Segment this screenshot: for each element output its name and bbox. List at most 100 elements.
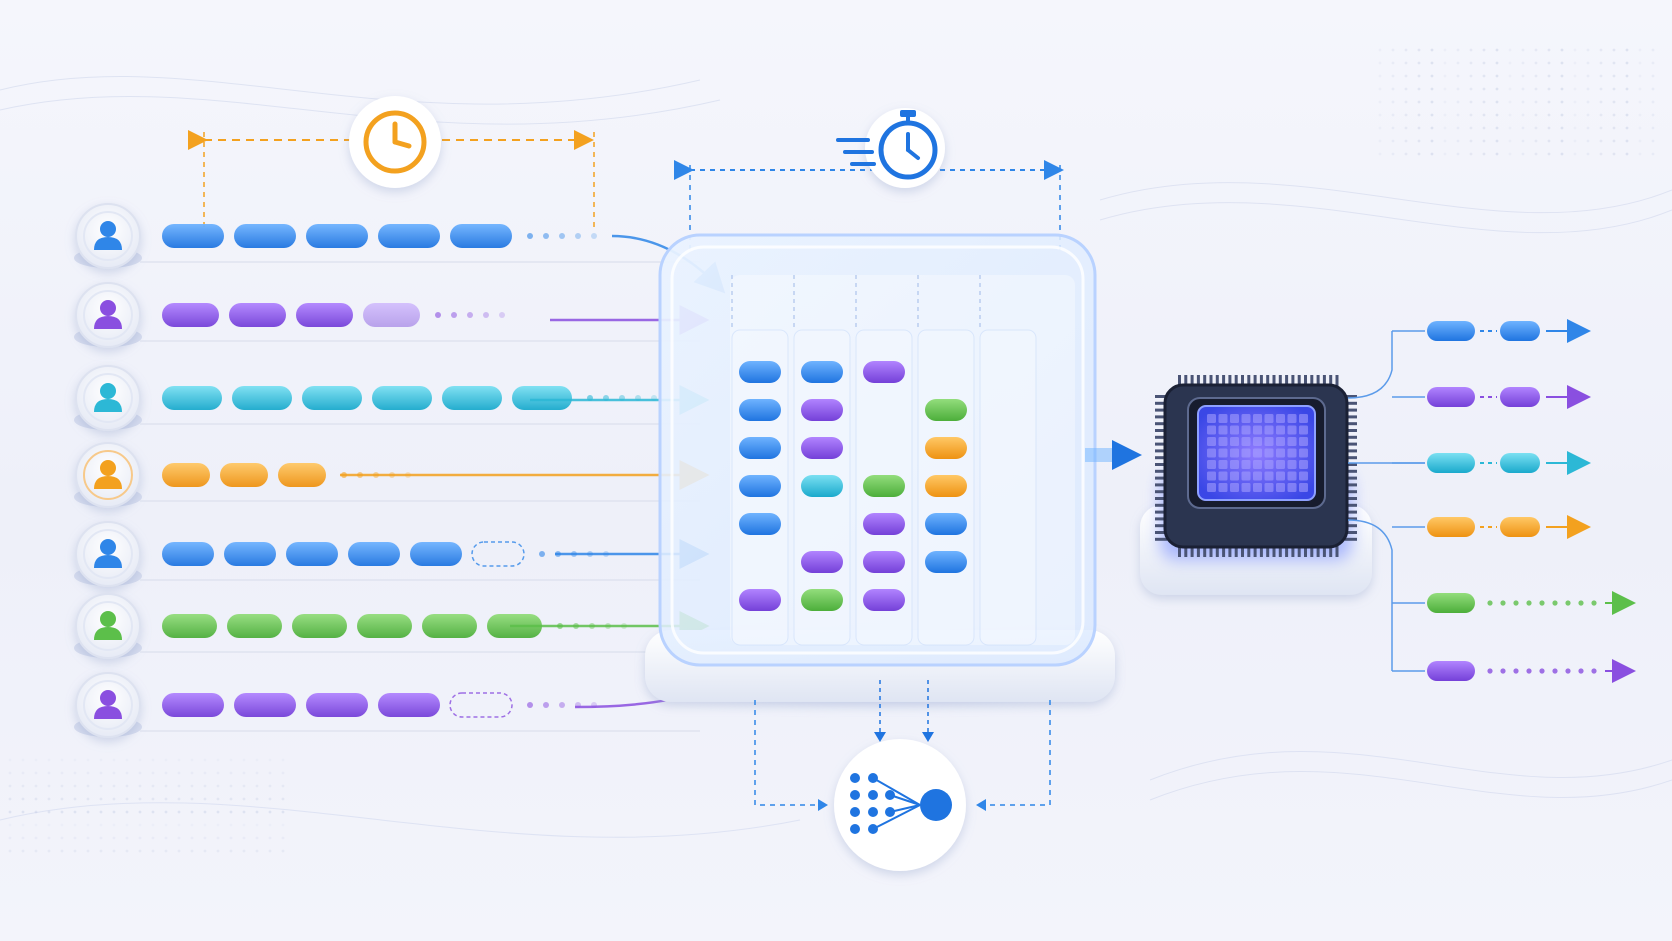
user-icon: [94, 539, 122, 568]
arrival-time-bracket: [188, 96, 595, 230]
batched-token: [801, 399, 843, 421]
clock-icon: [363, 110, 427, 174]
token: [162, 542, 214, 566]
user-icon: [94, 690, 122, 719]
background-waves: [0, 76, 1672, 838]
user-avatar: [74, 593, 142, 659]
output-streams: [1347, 319, 1636, 683]
user-icon: [94, 221, 122, 250]
batched-token: [925, 399, 967, 421]
request-row: [74, 203, 726, 294]
token: [286, 542, 338, 566]
token: [278, 463, 326, 487]
batch-container: [645, 233, 1115, 702]
output-stream: [1392, 385, 1591, 409]
user-icon: [94, 460, 122, 489]
request-row: [74, 593, 710, 659]
token: [512, 386, 572, 410]
token: [410, 542, 462, 566]
background-dot-pattern: [8, 48, 1655, 853]
user-icon: [94, 383, 122, 412]
batched-token: [801, 475, 843, 497]
token: [162, 303, 219, 327]
stopwatch-icon: [836, 110, 938, 180]
batched-token: [801, 551, 843, 573]
batched-token: [925, 513, 967, 535]
user-avatar: [74, 203, 142, 269]
token: [357, 614, 412, 638]
batched-token: [739, 361, 781, 383]
batch-column: [793, 275, 851, 646]
token: [302, 386, 362, 410]
neural-network-icon: [850, 773, 952, 834]
token: [442, 386, 502, 410]
output-token: [1427, 593, 1475, 613]
batched-token: [739, 475, 781, 497]
batched-token: [801, 437, 843, 459]
batched-token: [739, 437, 781, 459]
user-avatar: [74, 521, 142, 587]
token: [363, 303, 420, 327]
token: [378, 224, 440, 248]
processor-chip-icon: [1140, 375, 1372, 595]
output-token: [1427, 387, 1475, 407]
token: [378, 693, 440, 717]
user-icon: [94, 611, 122, 640]
token: [162, 463, 210, 487]
output-stream: [1392, 319, 1591, 343]
request-row: [74, 365, 710, 431]
batched-token: [739, 513, 781, 535]
scheduler-node: [754, 680, 1051, 871]
output-stream: [1392, 659, 1636, 683]
output-token: [1500, 453, 1540, 473]
user-avatar: [74, 282, 142, 348]
output-token: [1500, 321, 1540, 341]
token: [372, 386, 432, 410]
batched-token: [925, 437, 967, 459]
batched-token: [863, 361, 905, 383]
user-avatar: [74, 672, 142, 738]
output-token: [1500, 387, 1540, 407]
batched-token: [863, 589, 905, 611]
output-token: [1427, 661, 1475, 681]
batch-column: [917, 275, 975, 646]
token: [306, 224, 368, 248]
output-stream: [1392, 451, 1591, 475]
token: [296, 303, 353, 327]
batch-column: [731, 275, 789, 646]
token: [234, 224, 296, 248]
output-token: [1427, 321, 1475, 341]
batched-token: [863, 475, 905, 497]
batched-token: [863, 513, 905, 535]
token: [224, 542, 276, 566]
token: [422, 614, 477, 638]
token: [227, 614, 282, 638]
token: [162, 224, 224, 248]
token: [229, 303, 286, 327]
batched-token: [739, 589, 781, 611]
batch-window-bracket: [674, 108, 1064, 250]
batched-token: [801, 361, 843, 383]
batch-column: [979, 275, 1037, 646]
token: [450, 224, 512, 248]
batched-token: [925, 475, 967, 497]
output-stream: [1392, 591, 1636, 615]
token: [306, 693, 368, 717]
request-row: [74, 282, 710, 348]
output-token: [1427, 517, 1475, 537]
to-processor-arrow: [1085, 440, 1142, 470]
output-stream: [1392, 515, 1591, 539]
pending-token: [471, 541, 525, 567]
token: [162, 693, 224, 717]
token: [232, 386, 292, 410]
batch-column: [855, 275, 913, 646]
token: [220, 463, 268, 487]
batched-token: [801, 589, 843, 611]
token: [348, 542, 400, 566]
token: [234, 693, 296, 717]
request-queue: [74, 203, 744, 738]
output-token: [1500, 517, 1540, 537]
request-row: [74, 521, 710, 587]
pending-token: [449, 692, 513, 718]
